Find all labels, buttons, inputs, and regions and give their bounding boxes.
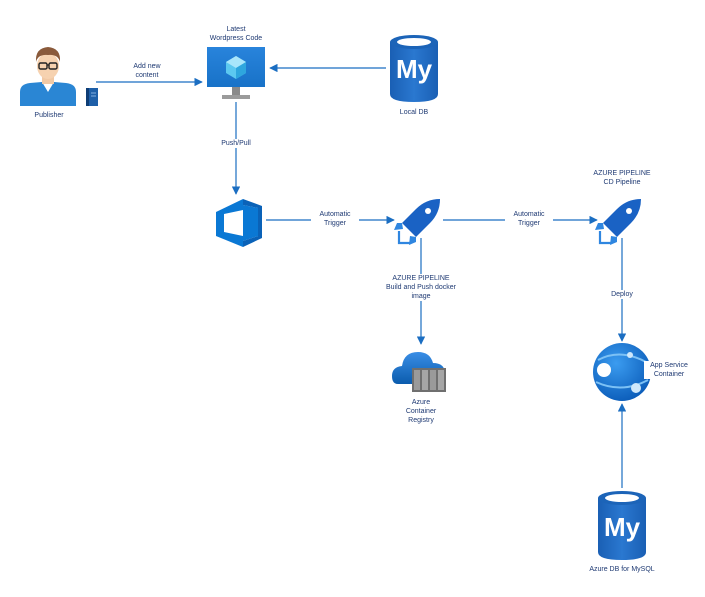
monitor-icon (207, 47, 265, 99)
publisher-label: Publisher (24, 111, 74, 120)
local-db-label: Local DB (392, 108, 436, 117)
build-pipeline-label-line2: Build and Push docker (385, 284, 457, 291)
edge-trigger-2-label-line1: Automatic (513, 211, 545, 218)
edge-add-content-label-line2: content (135, 72, 159, 79)
azure-db-label: Azure DB for MySQL (582, 565, 662, 574)
build-pipeline-label: AZURE PIPELINE Build and Push docker ima… (376, 274, 466, 301)
edge-push-pull-label: Push/Pull (216, 139, 256, 148)
registry-label-line3: Registry (408, 417, 434, 424)
cd-pipeline-label-line2: CD Pipeline (603, 179, 641, 186)
cd-pipeline-label: AZURE PIPELINE CD Pipeline (586, 169, 658, 187)
wordpress-label-line1: Latest (226, 26, 246, 33)
app-service-label-line2: Container (653, 371, 685, 378)
container-registry-icon (392, 352, 446, 392)
edges (96, 63, 627, 488)
wordpress-label-line2: Wordpress Code (209, 35, 263, 42)
edge-trigger-1-label: Automatic Trigger (311, 210, 359, 228)
edge-trigger-1-label-line2: Trigger (324, 220, 346, 227)
edge-add-content-label-line1: Add new (133, 63, 161, 70)
edge-deploy-label: Deploy (604, 290, 640, 299)
app-service-label-line1: App Service (650, 362, 688, 369)
app-service-label: App Service Container (644, 361, 694, 379)
book-icon (86, 88, 98, 106)
azure-db-icon (598, 491, 646, 560)
local-db-logo-text: My (395, 54, 433, 84)
registry-label: Azure Container Registry (396, 398, 446, 425)
azure-db-logo-text: My (603, 512, 641, 542)
publisher-icon (20, 47, 76, 106)
edge-trigger-2-label-line2: Trigger (518, 220, 540, 227)
wordpress-label: Latest Wordpress Code (196, 25, 276, 43)
build-pipeline-label-line1: AZURE PIPELINE (392, 275, 450, 282)
cd-pipeline-label-line1: AZURE PIPELINE (593, 170, 651, 177)
local-db-icon (390, 35, 438, 102)
build-pipeline-icon (394, 199, 440, 245)
edge-trigger-2-label: Automatic Trigger (505, 210, 553, 228)
build-pipeline-label-line3: image (411, 293, 431, 300)
edge-trigger-1-label-line1: Automatic (319, 211, 351, 218)
registry-label-line2: Container (405, 408, 437, 415)
app-service-icon (593, 343, 651, 401)
azure-devops-icon (216, 199, 262, 247)
registry-label-line1: Azure (411, 399, 431, 406)
cd-pipeline-icon (595, 199, 641, 245)
edge-add-content-label: Add new content (126, 62, 168, 80)
